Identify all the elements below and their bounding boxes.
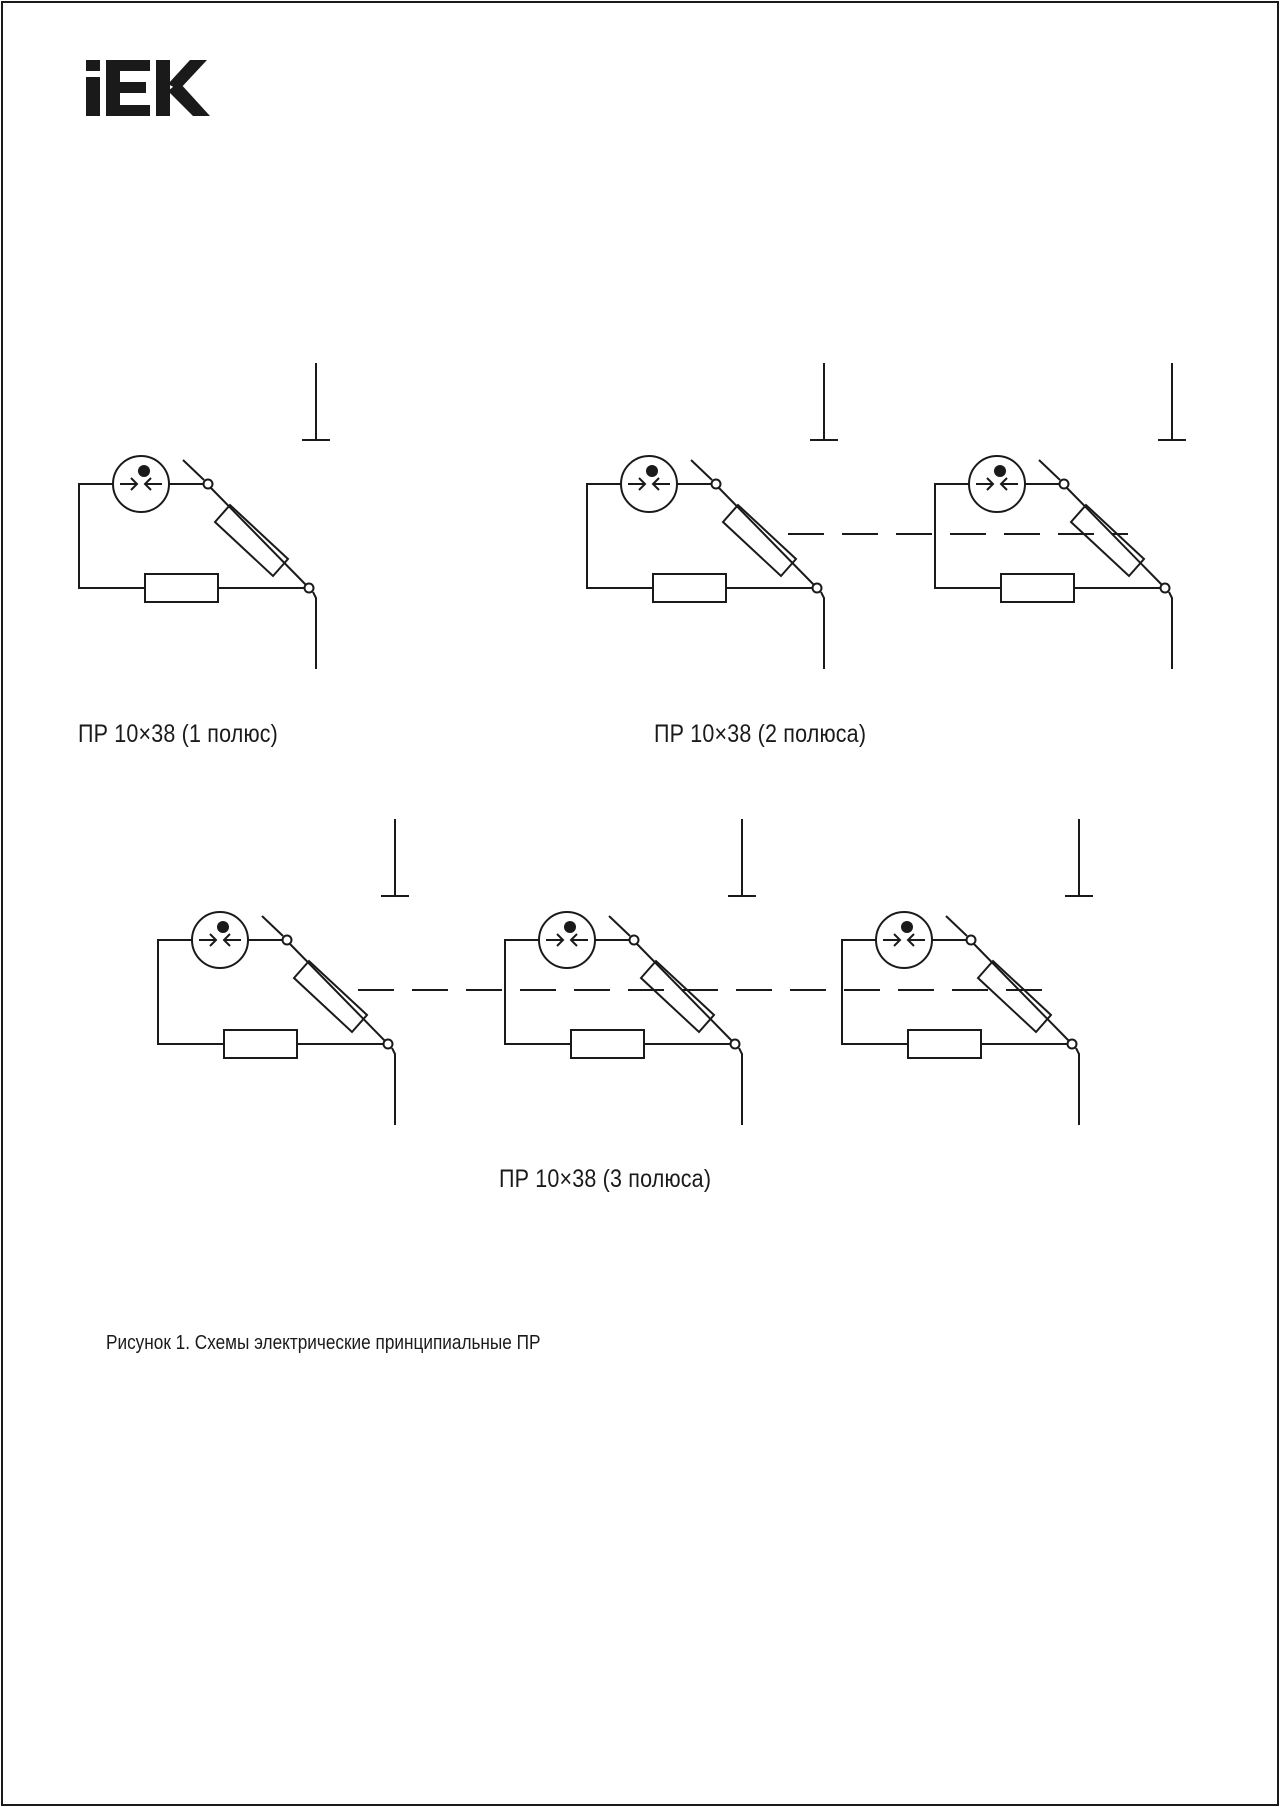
loop-wire — [157, 939, 224, 1045]
loop-wire — [841, 939, 908, 1045]
fuse-pole — [934, 363, 1186, 669]
fuse-pole — [504, 819, 756, 1125]
caption-2-pole: ПР 10×38 (2 полюса) — [654, 720, 867, 748]
fuse-link-line — [1066, 487, 1163, 586]
lamp-dot — [217, 921, 229, 933]
lamp-arrow-left — [628, 477, 647, 491]
fuse-pole — [586, 363, 838, 669]
lower-terminal — [729, 1038, 741, 1050]
lower-terminal — [382, 1038, 394, 1050]
lamp-dot — [994, 465, 1006, 477]
resistor — [570, 1029, 645, 1059]
upper-terminal — [1058, 478, 1070, 490]
lamp-dot — [646, 465, 658, 477]
switch-contact-top — [182, 459, 205, 481]
upper-terminal — [965, 934, 977, 946]
lamp-arrow-left — [883, 933, 902, 947]
lamp-arrow-left — [120, 477, 139, 491]
lamp-arrow-right — [999, 477, 1018, 491]
lamp-arrow-right — [569, 933, 588, 947]
switch-contact-top — [945, 915, 968, 937]
fuse-link-line — [636, 943, 733, 1042]
lower-terminal — [1159, 582, 1171, 594]
fuse-pole — [841, 819, 1093, 1125]
lamp-arrow-right — [143, 477, 162, 491]
figure-caption: Рисунок 1. Схемы электрические принципиа… — [106, 1332, 541, 1354]
resistor — [1000, 573, 1075, 603]
loop-wire — [934, 483, 1001, 589]
switch-contact-top — [1038, 459, 1061, 481]
lamp-arrow-left — [546, 933, 565, 947]
lamp-arrow-right — [651, 477, 670, 491]
resistor — [907, 1029, 982, 1059]
load-line — [1075, 1047, 1080, 1125]
resistor — [223, 1029, 298, 1059]
caption-3-pole: ПР 10×38 (3 полюса) — [499, 1165, 712, 1193]
load-line — [391, 1047, 396, 1125]
lower-terminal — [303, 582, 315, 594]
upper-terminal — [710, 478, 722, 490]
lamp-arrow-right — [906, 933, 925, 947]
upper-terminal — [202, 478, 214, 490]
fuse-cartridge — [721, 503, 798, 578]
loop-wire — [586, 483, 653, 589]
switch-contact-top — [261, 915, 284, 937]
resistor — [144, 573, 219, 603]
load-line — [738, 1047, 743, 1125]
fuse-cartridge — [213, 503, 290, 578]
fuse-pole — [78, 363, 330, 669]
lamp-dot — [138, 465, 150, 477]
fuse-link-line — [718, 487, 815, 586]
iek-logo — [86, 60, 210, 116]
fuse-link-line — [210, 487, 307, 586]
switch-contact-top — [608, 915, 631, 937]
load-line — [312, 591, 317, 669]
fuse-cartridge — [976, 959, 1053, 1034]
lower-terminal — [811, 582, 823, 594]
fuse-cartridge — [292, 959, 369, 1034]
loop-wire — [78, 483, 145, 589]
resistor — [652, 573, 727, 603]
load-line — [1168, 591, 1173, 669]
lamp-dot — [901, 921, 913, 933]
lamp-dot — [564, 921, 576, 933]
fuse-cartridge — [639, 959, 716, 1034]
loop-wire — [504, 939, 571, 1045]
upper-terminal — [281, 934, 293, 946]
upper-terminal — [628, 934, 640, 946]
lamp-arrow-left — [976, 477, 995, 491]
lamp-arrow-left — [199, 933, 218, 947]
caption-1-pole: ПР 10×38 (1 полюс) — [78, 720, 279, 748]
load-line — [820, 591, 825, 669]
lamp-arrow-right — [222, 933, 241, 947]
fuse-link-line — [289, 943, 386, 1042]
lower-terminal — [1066, 1038, 1078, 1050]
fuse-cartridge — [1069, 503, 1146, 578]
fuse-link-line — [973, 943, 1070, 1042]
fuse-pole — [157, 819, 409, 1125]
switch-contact-top — [690, 459, 713, 481]
